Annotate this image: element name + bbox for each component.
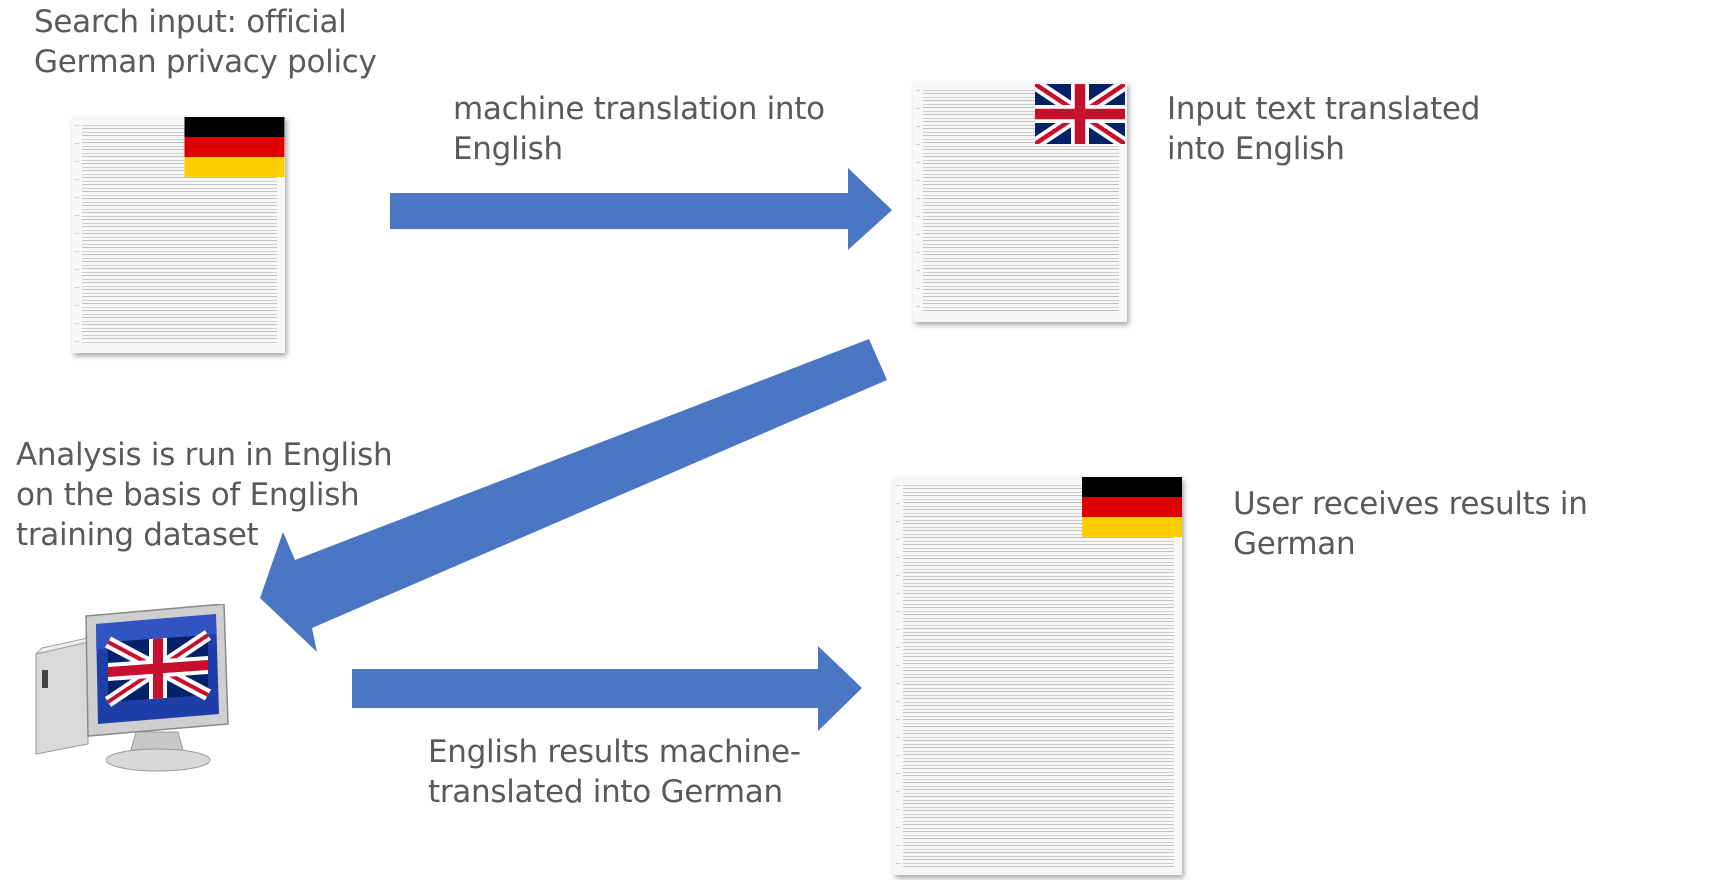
label-line: training dataset — [16, 517, 259, 553]
document-margin — [75, 125, 79, 345]
label-analysis: Analysis is run in English on the basis … — [16, 435, 393, 555]
label-line: English results machine- — [428, 734, 801, 770]
arrow-machine-translation — [390, 168, 892, 250]
english-document-icon — [913, 82, 1127, 322]
label-input-translated: Input text translated into English — [1167, 89, 1480, 169]
label-line: User receives results in — [1233, 486, 1588, 522]
label-line: German — [1233, 526, 1356, 562]
computer-monitor-icon — [34, 604, 229, 772]
label-english-results: English results machine- translated into… — [428, 732, 801, 812]
document-text-lines — [903, 485, 1174, 867]
label-line: on the basis of English — [16, 477, 360, 513]
label-line: English — [453, 131, 563, 167]
german-flag-icon — [1082, 477, 1182, 537]
label-line: German privacy policy — [34, 44, 377, 80]
arrow-to-analysis — [260, 339, 887, 652]
uk-flag-icon — [104, 630, 212, 707]
label-line: machine translation into — [453, 91, 825, 127]
uk-flag-icon — [1035, 84, 1125, 144]
label-line: into English — [1167, 131, 1345, 167]
label-user-receives: User receives results in German — [1233, 484, 1588, 564]
german-flag-icon — [184, 117, 285, 177]
label-line: Analysis is run in English — [16, 437, 393, 473]
arrow-results-translation — [352, 646, 862, 731]
label-machine-translation: machine translation into English — [453, 89, 825, 169]
label-line: Search input: official — [34, 4, 347, 40]
document-margin — [916, 90, 920, 314]
label-search-input: Search input: official German privacy po… — [34, 2, 377, 82]
german-document-icon — [72, 117, 285, 353]
document-margin — [896, 485, 900, 867]
label-line: Input text translated — [1167, 91, 1481, 127]
label-line: translated into German — [428, 774, 783, 810]
german-results-document-icon — [893, 477, 1182, 875]
